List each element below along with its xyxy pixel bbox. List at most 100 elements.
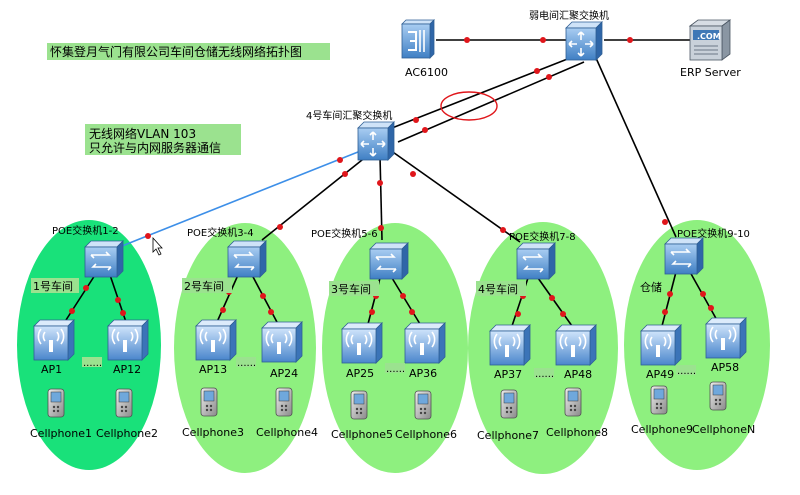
poe-switch-label: POE交换机3-4 bbox=[187, 226, 254, 239]
link-poe2-ap-left bbox=[216, 274, 239, 323]
area-label-bg bbox=[31, 278, 79, 293]
aggregation-switch-label: 4号车间汇聚交换机 bbox=[306, 109, 392, 122]
group-workshop-4: POE交换机7-8 4号车间 ...... AP37 AP48 Cellphon… bbox=[476, 230, 608, 442]
ap-right-label: AP48 bbox=[564, 368, 592, 381]
core-switch-icon[interactable] bbox=[565, 21, 603, 61]
area-label: 仓储 bbox=[640, 280, 662, 294]
phone-right-label: CellphoneN bbox=[692, 423, 755, 436]
link-poe5-ap-right bbox=[689, 271, 719, 323]
phone-right-label: Cellphone2 bbox=[96, 427, 158, 440]
diagram-title: 怀集登月气门有限公司车间仓储无线网络拓扑图 bbox=[50, 44, 302, 59]
poe-switch-icon[interactable] bbox=[664, 237, 704, 275]
mouse-cursor-icon bbox=[152, 236, 163, 256]
area-label-bg bbox=[329, 281, 379, 296]
ellipsis-label: ...... bbox=[237, 358, 256, 369]
group-workshop-3: POE交换机5-6 3号车间 ...... AP25 AP36 Cellphon… bbox=[311, 227, 457, 441]
cellphone-icon[interactable] bbox=[500, 389, 518, 419]
group-workshop-1: POE交换机1-2 1号车间 ...... AP1 AP12 Cellphone… bbox=[30, 224, 158, 440]
link-poe4-ap-right bbox=[537, 277, 573, 327]
ellipsis-bg bbox=[534, 368, 554, 378]
core-switch-label: 弱电间汇聚交换机 bbox=[529, 9, 609, 22]
poe-switch-icon[interactable] bbox=[84, 240, 124, 278]
link-poe5-ap-left bbox=[661, 271, 677, 327]
cellphone-icon[interactable] bbox=[564, 387, 582, 417]
access-point-icon[interactable] bbox=[489, 324, 531, 366]
phone-right-label: Cellphone8 bbox=[546, 426, 608, 439]
phone-left-label: Cellphone9 bbox=[631, 423, 693, 436]
access-point-icon[interactable] bbox=[705, 317, 747, 359]
phone-left-label: Cellphone7 bbox=[477, 429, 539, 442]
access-point-icon[interactable] bbox=[261, 321, 303, 363]
ap-left-label: AP25 bbox=[346, 367, 374, 380]
cellphone-icon[interactable] bbox=[47, 388, 65, 418]
erp-server-label: ERP Server bbox=[680, 66, 741, 79]
cellphone-icon[interactable] bbox=[709, 381, 727, 411]
uplink-b bbox=[397, 61, 585, 143]
ap-right-label: AP12 bbox=[113, 363, 141, 376]
vlan-note-line1: 无线网络VLAN 103 bbox=[89, 126, 196, 141]
area-label: 2号车间 bbox=[184, 279, 224, 293]
ap-right-label: AP58 bbox=[711, 361, 739, 374]
ellipsis-bg bbox=[676, 365, 696, 375]
group-workshop-2: POE交换机3-4 2号车间 ...... AP13 AP24 Cellphon… bbox=[182, 226, 318, 439]
link-core-warehouse bbox=[595, 57, 677, 238]
vlan-link-workshop-1 bbox=[121, 147, 369, 247]
ellipsis-bg bbox=[82, 357, 102, 367]
erp-server-badge: .COM bbox=[697, 32, 721, 41]
ellipsis-bg bbox=[236, 357, 256, 367]
poe-switch-icon[interactable] bbox=[227, 240, 267, 278]
ellipsis-label: ...... bbox=[677, 366, 696, 377]
ap-right-label: AP36 bbox=[409, 367, 437, 380]
access-point-icon[interactable] bbox=[195, 319, 237, 361]
cellphone-icon[interactable] bbox=[275, 387, 293, 417]
ac-controller-icon[interactable] bbox=[401, 19, 435, 59]
phone-right-label: Cellphone4 bbox=[256, 426, 318, 439]
area-label: 1号车间 bbox=[33, 279, 73, 293]
title-bg bbox=[47, 43, 330, 60]
area-label: 4号车间 bbox=[478, 282, 518, 296]
ellipsis-label: ...... bbox=[535, 369, 554, 380]
poe-switch-label: POE交换机5-6 bbox=[311, 227, 378, 240]
cellphone-icon[interactable] bbox=[414, 390, 432, 420]
phone-left-label: Cellphone5 bbox=[331, 428, 393, 441]
ellipsis-label: ...... bbox=[386, 364, 405, 375]
link-poe2-ap-right bbox=[251, 274, 279, 325]
poe-switch-label: POE交换机7-8 bbox=[509, 230, 576, 243]
ac-controller-label: AC6100 bbox=[405, 66, 448, 79]
phone-left-label: Cellphone3 bbox=[182, 426, 244, 439]
cellphone-icon[interactable] bbox=[350, 390, 368, 420]
access-point-icon[interactable] bbox=[33, 319, 75, 361]
ellipsis-bg bbox=[385, 363, 405, 373]
phone-right-label: Cellphone6 bbox=[395, 428, 457, 441]
uplink-highlight-ring bbox=[440, 91, 498, 121]
area-label-bg bbox=[182, 278, 232, 293]
ellipsis-label: ...... bbox=[83, 358, 102, 369]
access-point-icon[interactable] bbox=[640, 324, 682, 366]
access-point-icon[interactable] bbox=[404, 322, 446, 364]
poe-switch-icon[interactable] bbox=[369, 242, 409, 280]
link-agg-workshop-4 bbox=[389, 149, 521, 243]
cellphone-icon[interactable] bbox=[650, 385, 668, 415]
area-label: 3号车间 bbox=[331, 282, 371, 296]
group-warehouse: POE交换机9-10 仓储 ...... AP49 AP58 Cellphone… bbox=[631, 227, 755, 436]
cellphone-icon[interactable] bbox=[115, 388, 133, 418]
ap-left-label: AP37 bbox=[494, 368, 522, 381]
poe-switch-label: POE交换机9-10 bbox=[677, 227, 750, 240]
link-poe3-ap-right bbox=[391, 277, 421, 325]
area-label-bg bbox=[476, 281, 526, 296]
poe-switch-label: POE交换机1-2 bbox=[52, 224, 119, 237]
poe-switch-icon[interactable] bbox=[516, 242, 556, 280]
access-point-icon[interactable] bbox=[555, 324, 597, 366]
vlan-note-line2: 只允许与内网服务器通信 bbox=[89, 140, 221, 155]
ap-right-label: AP24 bbox=[270, 367, 298, 380]
ap-left-label: AP1 bbox=[41, 363, 62, 376]
vlan-note-bg bbox=[85, 124, 241, 155]
phone-left-label: Cellphone1 bbox=[30, 427, 92, 440]
access-point-icon[interactable] bbox=[107, 319, 149, 361]
ap-left-label: AP49 bbox=[646, 368, 674, 381]
aggregation-switch-icon[interactable] bbox=[357, 121, 395, 161]
ap-left-label: AP13 bbox=[199, 363, 227, 376]
access-point-icon[interactable] bbox=[341, 322, 383, 364]
cellphone-icon[interactable] bbox=[200, 387, 218, 417]
